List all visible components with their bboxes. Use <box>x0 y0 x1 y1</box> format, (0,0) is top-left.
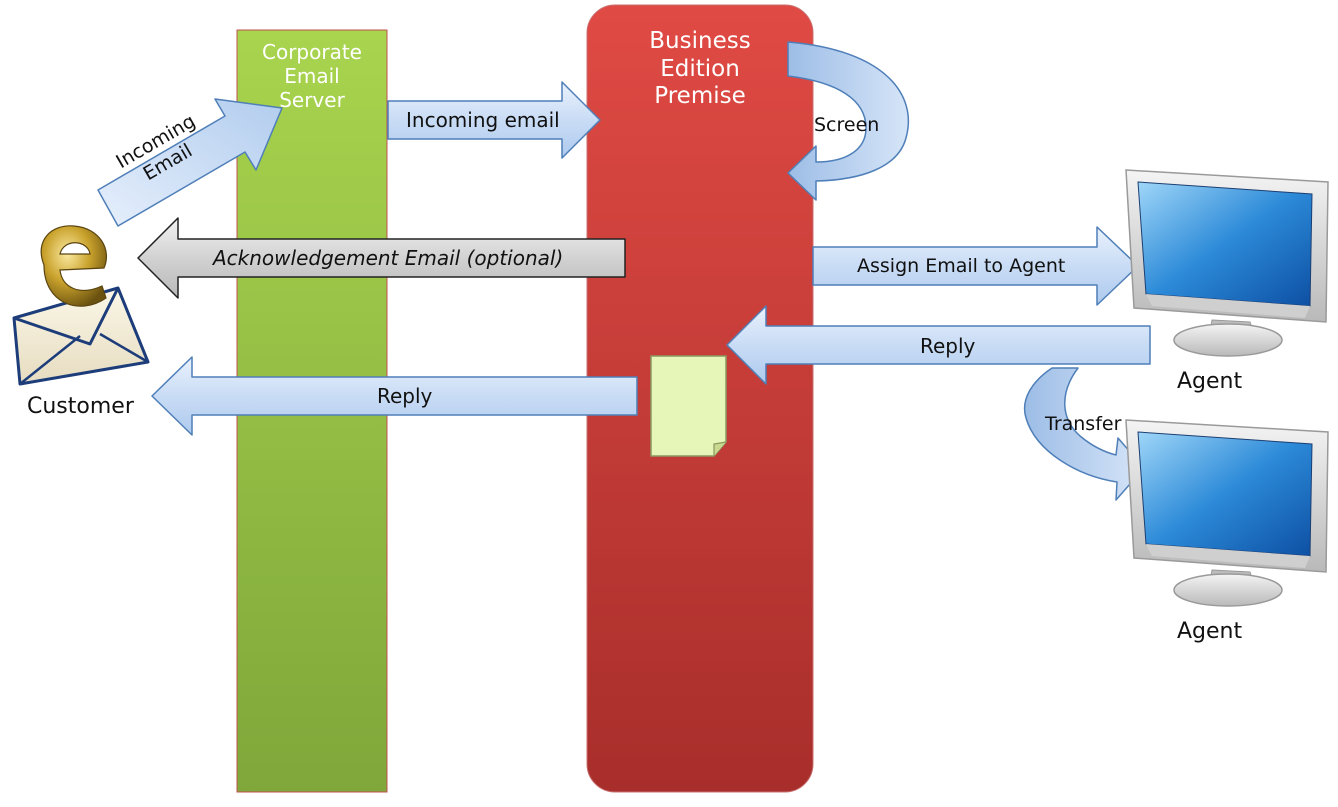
agent-2-label: Agent <box>1177 619 1243 644</box>
corporate-title-line2: Email <box>284 64 340 88</box>
agent-2-monitor-icon <box>1125 419 1329 607</box>
customer-label: Customer <box>27 394 134 419</box>
agent-1-monitor-icon <box>1125 169 1329 357</box>
incoming-email-label: Incoming email <box>406 108 560 132</box>
reply-agent-label: Reply <box>920 334 976 358</box>
acknowledgement-arrow <box>137 217 626 299</box>
screen-loop-arrow <box>787 41 910 201</box>
customer-email-icon <box>12 225 150 386</box>
corporate-email-server-title: Corporate Email Server <box>237 40 387 112</box>
business-edition-premise-title: Business Edition Premise <box>587 28 813 111</box>
assign-email-label: Assign Email to Agent <box>857 255 1066 277</box>
screen-label: Screen <box>814 114 880 136</box>
business-title-line2: Edition <box>660 55 740 82</box>
reply-agent-arrow <box>726 305 1151 385</box>
transfer-arrow <box>1023 367 1145 501</box>
assign-email-arrow <box>812 226 1139 306</box>
reply-customer-label: Reply <box>377 384 433 408</box>
business-title-line3: Premise <box>654 83 746 110</box>
incoming-email-diagonal-arrow <box>97 98 283 227</box>
agent-1-label: Agent <box>1177 369 1243 394</box>
acknowledgement-label: Acknowledgement Email (optional) <box>213 246 564 270</box>
document-icon <box>650 355 727 457</box>
corporate-title-line1: Corporate <box>262 40 362 64</box>
transfer-label: Transfer <box>1045 413 1122 435</box>
business-title-line1: Business <box>649 28 751 54</box>
corporate-title-line3: Server <box>279 88 345 112</box>
reply-customer-arrow <box>151 356 638 436</box>
incoming-email-arrow <box>387 81 601 159</box>
